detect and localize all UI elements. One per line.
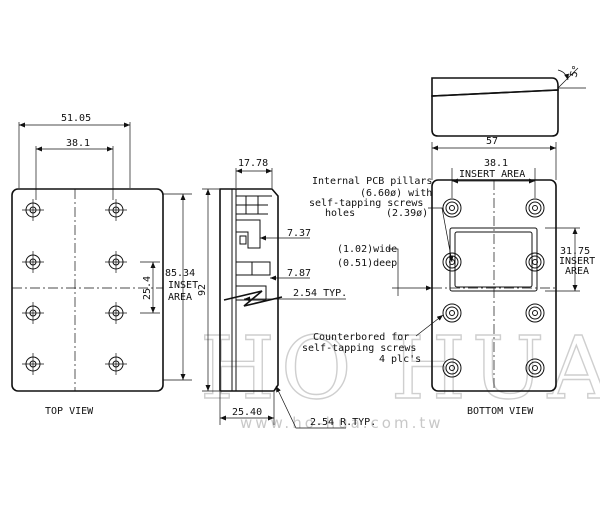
- counterbore-hole: [525, 252, 545, 272]
- counterbore-hole: [442, 198, 462, 218]
- dim-side-c: 2.54 TYP.: [293, 288, 347, 299]
- screw-hole: [22, 302, 44, 324]
- screw-hole: [105, 302, 127, 324]
- note-pillars-5: (2.39ø): [386, 208, 428, 219]
- dim-bottom-outer-width: 57: [486, 136, 498, 147]
- dim-side-bottom: 25.40: [232, 407, 262, 418]
- dim-bottom-insert-height-note-2: AREA: [565, 266, 589, 277]
- counterbore-hole: [525, 358, 545, 378]
- dim-bottom-insert-width-note: INSERT AREA: [459, 169, 525, 180]
- note-pillars-3: self-tapping screws: [309, 198, 423, 209]
- end-view-lid: [431, 77, 559, 97]
- screw-hole: [105, 251, 127, 273]
- dim-top-outer-width: 51.05: [61, 113, 91, 124]
- note-counter-3: 4 plc's: [379, 354, 421, 365]
- caption-bottom-view: BOTTOM VIEW: [467, 406, 534, 417]
- counterbore-hole: [525, 303, 545, 323]
- dim-bottom-insert-height-note-1: INSERT: [559, 256, 595, 267]
- note-groove-2: (0.51)deep: [337, 258, 397, 269]
- top-view: 51.05 38.1 85.34 INSET AREA 25.4 TOP VIE…: [11, 113, 198, 417]
- watermark-url: www.ho-hua.com.tw: [240, 414, 444, 432]
- dim-side-top: 17.78: [238, 158, 268, 169]
- top-view-holes: [22, 199, 127, 375]
- dim-top-height-note-1: INSET: [168, 280, 198, 291]
- dim-top-insert-width: 38.1: [66, 138, 90, 149]
- dim-side-a: 7.37: [287, 228, 311, 239]
- side-view: 92 17.78 7.37 7.87 2.54 TYP. 25.40 2.54 …: [197, 158, 376, 429]
- dim-bottom-insert-width: 38.1: [484, 158, 508, 169]
- note-pillars-2: (6.60ø) with: [360, 188, 432, 199]
- watermark: HO HUA www.ho-hua.com.tw: [199, 318, 600, 432]
- end-view: 5°: [431, 64, 586, 137]
- top-view-outline: [11, 188, 164, 392]
- dim-top-height: 85.34: [165, 268, 195, 279]
- note-pillars-4: holes: [325, 208, 355, 219]
- end-view-body: [431, 89, 559, 137]
- counterbore-hole: [525, 198, 545, 218]
- notes: Internal PCB pillars (6.60ø) with self-t…: [302, 176, 454, 365]
- side-view-outline: [219, 188, 279, 392]
- dim-top-height-note-2: AREA: [168, 292, 192, 303]
- dim-side-radius: 2.54 R.TYP.: [310, 417, 376, 428]
- screw-hole: [105, 199, 127, 221]
- screw-hole: [105, 353, 127, 375]
- note-groove-1: (1.02)wide: [337, 244, 397, 255]
- dim-bottom-insert-height: 31.75: [560, 246, 590, 257]
- watermark-brand: HO HUA: [200, 319, 600, 419]
- bottom-recess: [449, 227, 538, 292]
- dim-angle: 5°: [568, 64, 582, 79]
- dim-side-overall: 92: [197, 284, 208, 296]
- note-pillars-1: Internal PCB pillars: [312, 176, 432, 187]
- screw-hole: [22, 251, 44, 273]
- break-line: [223, 290, 283, 307]
- counterbore-hole: [442, 303, 462, 323]
- caption-top-view: TOP VIEW: [45, 406, 94, 417]
- bottom-view-holes: [442, 198, 545, 378]
- screw-hole: [22, 199, 44, 221]
- dim-side-b: 7.87: [287, 268, 311, 279]
- leader-pillars: [428, 207, 454, 263]
- screw-hole: [22, 353, 44, 375]
- note-counter-1: Counterbored for: [313, 332, 409, 343]
- note-counter-2: self-tapping screws: [302, 343, 416, 354]
- leader-groove: [388, 248, 399, 296]
- counterbore-hole: [442, 358, 462, 378]
- dim-top-insert-height: 25.4: [142, 276, 153, 300]
- bottom-view: 57 38.1 INSERT AREA 31.75 INSERT AREA BO…: [431, 136, 595, 417]
- leader-counterbore: [415, 314, 444, 337]
